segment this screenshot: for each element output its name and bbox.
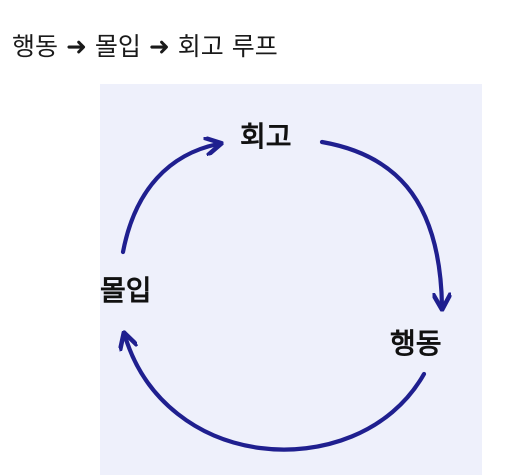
arrow-action-to-flow (125, 336, 427, 452)
cycle-diagram-panel: 회고 몰입 행동 (100, 84, 482, 475)
node-review: 회고 (240, 120, 292, 153)
page-title: 행동 ➜ 몰입 ➜ 회고 루프 (12, 30, 278, 64)
title-word-action: 행동 (12, 32, 59, 61)
title-word-review-loop: 회고 루프 (177, 32, 278, 61)
node-flow: 몰입 (100, 274, 152, 307)
title-word-flow: 몰입 (94, 32, 141, 61)
node-action: 행동 (390, 327, 442, 360)
title-arrow-icon: ➜ (65, 32, 87, 61)
arrow-review-to-action (319, 139, 442, 306)
arrow-flow-to-review (120, 144, 218, 255)
title-arrow-icon: ➜ (148, 32, 170, 61)
cycle-diagram (100, 84, 482, 452)
